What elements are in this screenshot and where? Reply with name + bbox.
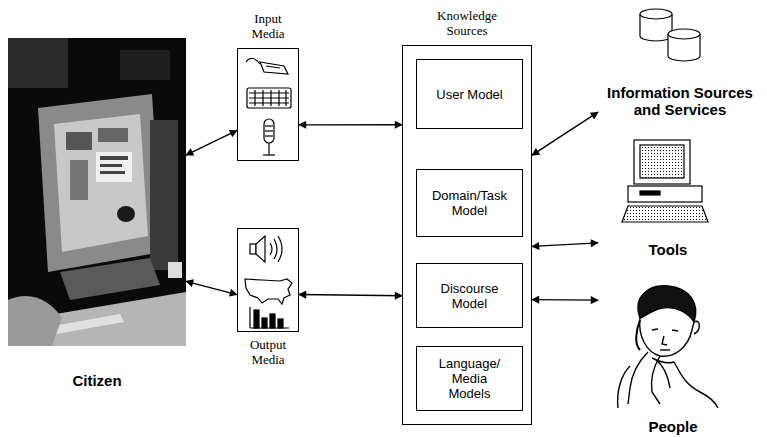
double-arrow [532,299,598,301]
citizen-figure: Citizen [8,38,186,346]
double-arrow [532,243,598,247]
resource-figure: Tools [598,132,738,258]
model-box: Language/ Media Models [416,346,523,411]
resource-figure: Information Sources and Services [598,2,762,118]
node-label: Output Media [243,337,293,367]
node-label: Language/ Media Models [435,356,505,401]
node-label: Discourse Model [430,281,510,311]
double-arrow [299,295,402,296]
keyboard-icon [247,88,291,108]
bar-chart-icon [250,307,289,328]
node-label: Domain/Task Model [425,188,515,218]
resource-figure: People [598,280,748,435]
model-box: Discourse Model [416,263,523,328]
double-arrow [532,112,598,155]
double-arrow [186,281,237,294]
citizen-photo [8,38,186,346]
node-label: Information Sources and Services [598,84,762,118]
microphone-icon [263,119,275,155]
node-label: Tools [598,241,738,258]
double-arrow [186,130,237,155]
us-map-icon [245,279,292,304]
node-label: User Model [425,87,515,102]
media-box: Input Media [237,48,299,161]
model-box: Domain/Task Model [416,169,523,237]
container-box: Knowledge SourcesUser ModelDomain/Task M… [402,45,532,425]
node-label: Input Media [243,11,293,41]
node-label: Citizen [37,372,157,389]
double-arrow [299,124,402,125]
model-box: User Model [416,59,523,129]
computer-icon [622,140,708,222]
person-sketch [618,286,718,408]
media-box: Output Media [237,228,299,332]
speaker-icon [250,236,282,262]
node-label: People [598,418,748,435]
mouse-icon [246,58,288,74]
database-icon [640,9,700,61]
node-label: Knowledge Sources [427,8,507,38]
